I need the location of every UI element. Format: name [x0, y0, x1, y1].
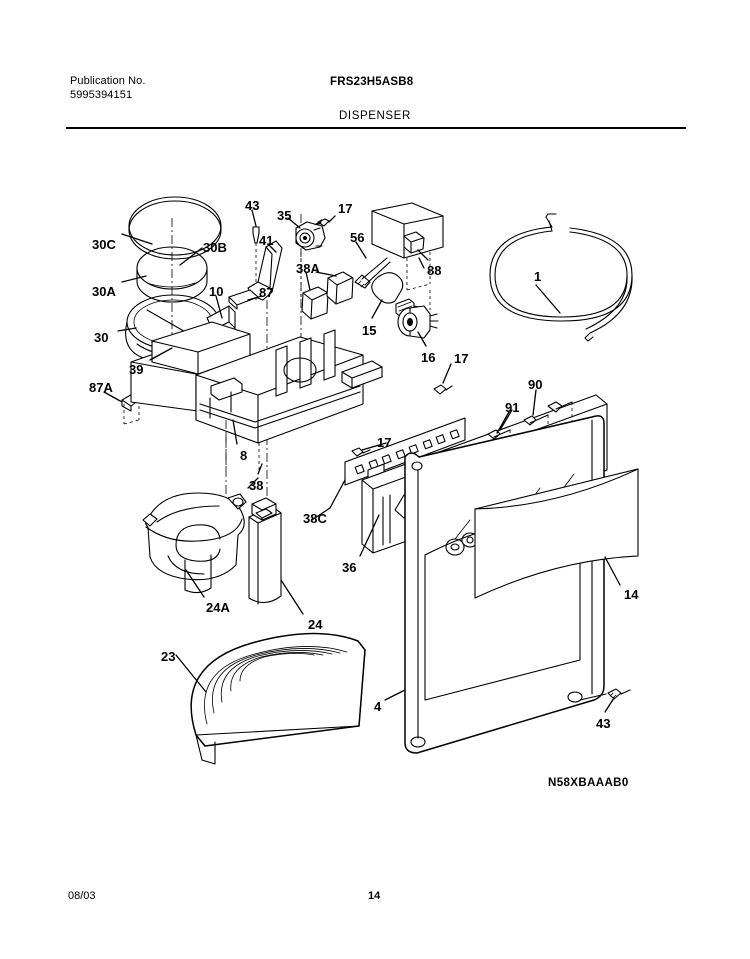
- callout-4: 4: [374, 699, 382, 714]
- callout-23: 23: [161, 649, 176, 664]
- callout-36: 36: [342, 560, 357, 575]
- callout-38a: 38A: [296, 261, 320, 276]
- callout-30: 30: [94, 330, 109, 345]
- footer-date: 08/03: [68, 890, 96, 902]
- callout-16: 16: [421, 350, 436, 365]
- part-24a-cup-cradle: [142, 492, 247, 598]
- callout-17: 17: [377, 435, 392, 450]
- part-17-screw-top: [314, 215, 336, 227]
- part-87-pad: [228, 289, 259, 310]
- part-1-water-tubing-coil: [489, 213, 633, 342]
- part-43-screw-bottom: [579, 688, 631, 713]
- callout-41: 41: [259, 233, 274, 248]
- callout-10: 10: [209, 284, 224, 299]
- part-90-pin: [523, 389, 573, 442]
- leader-lines: [103, 209, 513, 521]
- part-38a-wedges: [301, 271, 354, 320]
- publication-number: 5995394151: [70, 89, 133, 101]
- model-number: FRS23H5ASB8: [330, 76, 414, 88]
- part-30c-gasket: [128, 196, 222, 260]
- callout-39: 39: [129, 362, 144, 377]
- callout-1: 1: [534, 269, 542, 284]
- callout-88: 88: [427, 263, 442, 278]
- part-23-drip-tray-grille: [175, 632, 366, 765]
- callout-43: 43: [245, 198, 260, 213]
- part-88-control-box: [371, 202, 444, 291]
- part-38-housing-insert: [257, 463, 263, 475]
- callout-30c: 30C: [92, 237, 116, 252]
- callout-38: 38: [249, 478, 264, 493]
- callout-91: 91: [505, 400, 520, 415]
- callout-43: 43: [596, 716, 611, 731]
- callout-35: 35: [277, 208, 292, 223]
- part-17-screw-board: [351, 442, 387, 457]
- callout-87a: 87A: [89, 380, 113, 395]
- callout-8: 8: [240, 448, 248, 463]
- callout-14: 14: [624, 587, 639, 602]
- footer-page-number: 14: [368, 890, 381, 902]
- callout-17: 17: [454, 351, 469, 366]
- part-14-control-panel-overlay: [474, 468, 639, 599]
- callout-30b: 30B: [203, 240, 227, 255]
- part-16-lamp-socket: [397, 290, 439, 339]
- callout-38c: 38C: [303, 511, 327, 526]
- part-8-dispenser-housing: [130, 321, 383, 470]
- callout-87: 87: [259, 285, 274, 300]
- callout-30a: 30A: [92, 284, 116, 299]
- callout-15: 15: [362, 323, 377, 338]
- part-17-screw-mid: [433, 363, 453, 395]
- part-56-long-screw: [354, 257, 391, 289]
- part-43-screw-top: [252, 226, 260, 300]
- callout-56: 56: [350, 230, 365, 245]
- callout-90: 90: [528, 377, 543, 392]
- callout-17: 17: [338, 201, 353, 216]
- part-24-dispenser-paddle: [248, 497, 304, 615]
- part-35-solenoid-motor: [295, 221, 326, 300]
- publication-block: Publication No. 5995394151: [70, 74, 146, 102]
- section-title: DISPENSER: [339, 110, 411, 122]
- part-38c-circuit-board: [329, 417, 466, 509]
- publication-label: Publication No.: [70, 75, 146, 87]
- part-41-actuator-arm: [247, 240, 283, 301]
- callout-24: 24: [308, 617, 323, 632]
- drawing-code: N58XBAAAB0: [548, 777, 629, 789]
- header-rule: [66, 127, 686, 129]
- part-30a-30b-disc: [136, 246, 208, 303]
- callout-24a: 24A: [206, 600, 230, 615]
